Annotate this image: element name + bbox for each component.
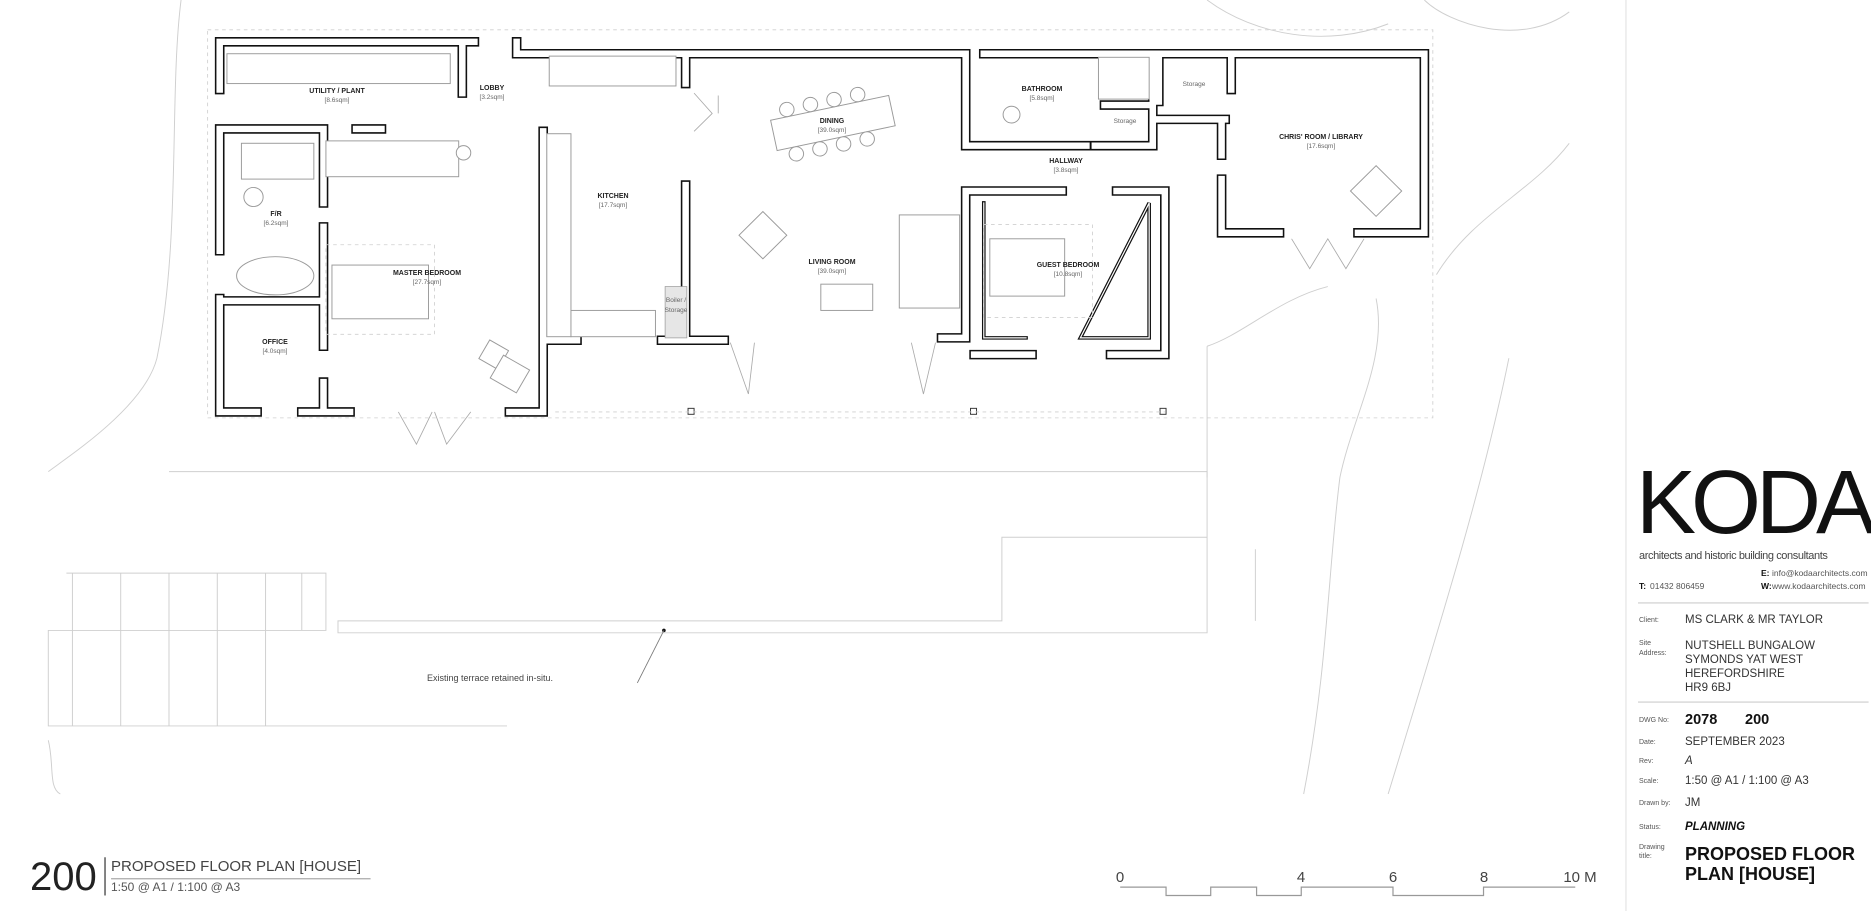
date-value: SEPTEMBER 2023: [1685, 736, 1785, 748]
room-boiler: Boiler /: [665, 297, 687, 304]
drawn-label: Drawn by:: [1639, 800, 1671, 807]
dwg-number: 200: [1745, 712, 1770, 728]
room-area: [3.2sqm]: [479, 94, 505, 101]
room-area: [6.2sqm]: [263, 220, 289, 227]
drawn-value: JM: [1685, 797, 1701, 809]
site-label: Address:: [1639, 650, 1667, 657]
room-utility: UTILITY / PLANT: [309, 88, 365, 95]
drawing-scale: 1:50 @ A1 / 1:100 @ A3: [111, 880, 241, 894]
koda-logo: KODA: [1636, 453, 1871, 553]
scale-value: 1:50 @ A1 / 1:100 @ A3: [1685, 775, 1809, 787]
room-master-bedroom: MASTER BEDROOM: [392, 270, 462, 277]
furniture: [226, 53, 1403, 684]
scale-label: Scale:: [1639, 778, 1659, 785]
drawing-number: 200: [30, 855, 97, 899]
room-dining: DINING: [819, 118, 845, 125]
room-kitchen: KITCHEN: [597, 193, 629, 200]
room-area: [39.0sqm]: [817, 127, 847, 134]
site-label: Site: [1639, 640, 1652, 647]
room-area: [3.8sqm]: [1053, 167, 1079, 174]
room-bathroom: BATHROOM: [1021, 86, 1063, 93]
room-hallway: HALLWAY: [1049, 158, 1083, 165]
address-line: SYMONDS YAT WEST: [1685, 654, 1803, 666]
title-label: Drawing: [1639, 844, 1665, 851]
room-boiler: Storage: [664, 307, 688, 314]
scale-label: 10 M: [1563, 869, 1597, 886]
phone-label: T:: [1639, 581, 1647, 591]
address-line: HEREFORDSHIRE: [1685, 668, 1785, 680]
dwg-job: 2078: [1685, 712, 1718, 728]
scale-label: 0: [1115, 869, 1125, 886]
walls: [214, 37, 1430, 417]
site-context: [47, 0, 1627, 911]
scale-label: 6: [1388, 869, 1398, 886]
room-guest-bedroom: GUEST BEDROOM: [1036, 262, 1100, 269]
room-chris-library: CHRIS' ROOM / LIBRARY: [1279, 134, 1363, 141]
date-label: Date:: [1639, 739, 1656, 746]
client-label: Client:: [1639, 617, 1659, 624]
web-label: W:: [1761, 581, 1772, 591]
room-area: [39.0sqm]: [817, 268, 847, 275]
scale-label: 4: [1296, 869, 1306, 886]
rev-value: A: [1685, 755, 1693, 767]
room-storage: Storage: [1182, 81, 1206, 88]
status-label: Status:: [1639, 824, 1661, 831]
terrace-annotation: Existing terrace retained in-situ.: [427, 673, 554, 683]
title-value: PROPOSED FLOOR: [1685, 844, 1856, 864]
email-label: E:: [1761, 568, 1770, 578]
room-office: OFFICE: [262, 339, 288, 346]
address-line: HR9 6BJ: [1685, 682, 1732, 694]
status-value: PLANNING: [1685, 821, 1746, 833]
web-link[interactable]: www.kodaarchitects.com: [1772, 581, 1866, 591]
room-area: [17.7sqm]: [598, 202, 628, 209]
room-area: [27.7sqm]: [412, 279, 442, 286]
room-area: [8.6sqm]: [324, 97, 350, 104]
room-fr: F/R: [270, 211, 282, 218]
room-living: LIVING ROOM: [808, 259, 856, 266]
scale-label: 8: [1479, 869, 1489, 886]
dwg-label: DWG No:: [1639, 717, 1669, 724]
drawing-label-rules: [104, 857, 371, 896]
room-area: [5.8sqm]: [1029, 95, 1055, 102]
room-storage: Storage: [1113, 118, 1137, 125]
room-area: [10.8sqm]: [1053, 271, 1083, 278]
client-value: MS CLARK & MR TAYLOR: [1685, 614, 1824, 626]
phone: 01432 806459: [1650, 581, 1705, 591]
rev-label: Rev:: [1639, 758, 1654, 765]
tagline: architects and historic building consult…: [1639, 550, 1828, 562]
title-value: PLAN [HOUSE]: [1685, 864, 1815, 884]
room-lobby: LOBBY: [479, 85, 505, 92]
room-area: [4.0sqm]: [262, 348, 288, 355]
room-area: [17.6sqm]: [1306, 143, 1336, 150]
title-block-rules: [1638, 602, 1869, 703]
title-label: title:: [1639, 853, 1652, 860]
email-link[interactable]: info@kodaarchitects.com: [1772, 568, 1868, 578]
scale-bar: [1120, 886, 1576, 897]
drawing-title: PROPOSED FLOOR PLAN [HOUSE]: [111, 858, 362, 875]
address-line: NUTSHELL BUNGALOW: [1685, 640, 1815, 652]
